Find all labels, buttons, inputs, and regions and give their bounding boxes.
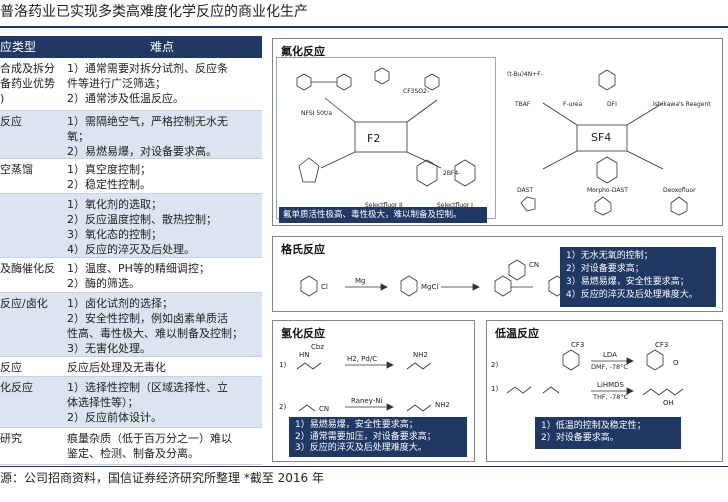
label-lda: LDA — [603, 351, 617, 359]
table-row: 及酶催化反 1）温度、PH等的精细调控； 2）酶的筛选。 — [0, 258, 262, 293]
row-difficulty: 1）通常需要对拆分试剂、反应条 件等进行广泛筛选； 2）通常涉及低温反应。 — [67, 62, 228, 105]
table-header: 应类型 难点 — [0, 36, 262, 58]
grignard-panel: 格氏反应 Cl Mg MgCl CN CN 1）无水无氧的控制； 2）对设备要求… — [272, 236, 723, 312]
label-cf3-b: CF3 — [655, 341, 669, 349]
label-mg: Mg — [355, 277, 366, 285]
row-difficulty: 1）选择性控制（区域选择性、立 体选择性等）； 2）反应前体设计。 — [67, 381, 228, 424]
lowtemp-title: 低温反应 — [495, 327, 539, 340]
label-cf3-a: CF3 — [571, 341, 585, 349]
hydrogenation-note: 1）易燃易爆，安全性要求高； 2）通常需要加压，对设备要求高； 3）反应的淬灭及… — [289, 417, 467, 457]
lowtemp-panel: 低温反应 CF3 LDA DMF, -78°C CF3 O 1) 2) LiHM… — [486, 320, 723, 462]
difficulty-table: 应类型 难点 合成及拆分 备药业优势 ) 1）通常需要对拆分试剂、反应条 件等进… — [0, 36, 262, 466]
source-divider — [0, 466, 728, 467]
label-selectfluor-1: Selectfluor I — [437, 202, 473, 209]
table-row: 空蒸馏 1）真空度控制； 2）稳定性控制。 — [0, 159, 262, 194]
label-bf4: 2BF4- — [443, 170, 461, 177]
label-step0: 2) — [491, 361, 499, 369]
label-deoxofluor: Deoxofluor — [663, 187, 696, 194]
label-hn: HN — [299, 351, 310, 359]
fluorination-left-box: NFSI 50t/a CF3SO2- F2 2BF4- Selectfluor … — [276, 57, 496, 219]
label-cf3so2: CF3SO2- — [403, 88, 429, 95]
table-row: 反应/卤化 1）卤化试剂的选择； 2）安全性控制，例如卤素单质活 性高、毒性极大… — [0, 293, 262, 357]
deoxyfluorination-structures — [520, 69, 688, 216]
header-reaction-type: 应类型 — [0, 40, 37, 54]
grignard-note: 1）无水无氧的控制； 2）对设备要求高； 3）易燃易爆，安全性要求高； 4）反应… — [560, 247, 716, 307]
grignard-title: 格氏反应 — [281, 243, 325, 256]
header-difficulty: 难点 — [150, 40, 175, 54]
table-row: 反应 反应后处理及无毒化 — [0, 357, 262, 377]
row-category: 反应/卤化 — [0, 297, 48, 310]
source-note: 源：公司招商资料，国信证券经济研究所整理 *截至 2016 年 — [0, 471, 324, 485]
label-cn-a: CN — [529, 261, 540, 269]
label-step2: 2) — [279, 403, 287, 411]
label-ishikawa: Ishikawa's Reagent — [653, 101, 711, 108]
table-row: 合成及拆分 备药业优势 ) 1）通常需要对拆分试剂、反应条 件等进行广泛筛选； … — [0, 58, 262, 111]
hydrogenation-scheme — [296, 361, 432, 412]
row-difficulty: 1）氧化剂的选取； 2）反应温度控制、散热控制； 3）氧化态的控制； 4）反应的… — [67, 198, 217, 256]
title-divider — [0, 26, 728, 28]
row-difficulty: 痕量杂质（低于百万分之一）难以 鉴定、检测、制备及分离。 — [67, 432, 232, 460]
page-title: 普洛药业已实现多类高难度化学反应的商业化生产 — [0, 4, 308, 20]
row-difficulty: 1）真空度控制； 2）稳定性控制。 — [67, 163, 151, 191]
label-thf: THF, -78°C — [593, 393, 629, 401]
label-nfsi: NFSI 50t/a — [301, 110, 333, 117]
hydrogenation-title: 氢化反应 — [281, 327, 325, 340]
label-f-urea: F-urea — [563, 101, 583, 108]
lowtemp-scheme — [506, 349, 684, 396]
row-category: 研究 — [0, 432, 22, 445]
label-step1: 1) — [279, 361, 287, 369]
label-cn: CN — [319, 405, 330, 413]
fluorination-panel: 氟化反应 NFSI 50t/a CF3SO2- F2 2BF4- — [272, 38, 723, 226]
table-row: 研究 痕量杂质（低于百万分之一）难以 鉴定、检测、制备及分离。 — [0, 428, 262, 465]
label-morpho-dast: Morpho-DAST — [587, 187, 628, 194]
row-difficulty: 反应后处理及无毒化 — [67, 361, 166, 374]
row-category: 空蒸馏 — [0, 163, 33, 176]
label-tbaf: TBAF — [515, 101, 531, 108]
label-h2-pdc: H2, Pd/C — [347, 355, 378, 363]
row-difficulty: 1）卤化试剂的选择； 2）安全性控制，例如卤素单质活 性高、毒性极大、难以制备及… — [67, 297, 243, 355]
row-difficulty: 1）需隔绝空气，严格控制无水无 氧； 2）易燃易爆，对设备要求高。 — [67, 115, 228, 158]
row-category: 及酶催化反 — [0, 262, 55, 275]
label-tbaf-formula: (t-Bu)4N+F- — [507, 71, 543, 78]
fluorination-right-box: (t-Bu)4N+F- TBAF F-urea DFI Ishikawa's R… — [503, 57, 717, 219]
table-row: 1）氧化剂的选取； 2）反应温度控制、散热控制； 3）氧化态的控制； 4）反应的… — [0, 194, 262, 258]
table-row: 反应 1）需隔绝空气，严格控制无水无 氧； 2）易燃易爆，对设备要求高。 — [0, 111, 262, 159]
label-nh2-a: NH2 — [413, 351, 428, 359]
label-step1: 1) — [491, 385, 499, 393]
row-category: 反应 — [0, 115, 22, 128]
row-category: 合成及拆分 备药业优势 ) — [0, 62, 55, 105]
label-selectfluor-2: Selectfluor II — [365, 202, 403, 209]
label-dast: DAST — [517, 187, 534, 194]
row-category: 反应 — [0, 361, 22, 374]
label-oh: OH — [663, 399, 674, 407]
fluorination-title: 氟化反应 — [281, 45, 325, 58]
grignard-scheme — [300, 259, 580, 297]
lowtemp-note: 1）低温的控制及稳定性； 2）对设备要求高。 — [535, 417, 681, 449]
label-nh2-b: NH2 — [435, 401, 450, 409]
hydrogenation-panel: 氢化反应 1) Cbz HN H2, Pd/C NH2 2) CN Raney-… — [272, 320, 475, 462]
label-o: O — [673, 359, 679, 367]
label-cbz: Cbz — [311, 343, 325, 351]
label-mgcl: MgCl — [421, 283, 439, 291]
table-row: 化反应 1）选择性控制（区域选择性、立 体选择性等）； 2）反应前体设计。 — [0, 377, 262, 428]
label-f2: F2 — [367, 132, 381, 145]
fluorination-note: 氟单质活性极高、毒性极大，难以制备及控制。 — [279, 207, 487, 223]
label-dmf: DMF, -78°C — [591, 363, 628, 371]
row-category: 化反应 — [0, 381, 33, 394]
label-raney-ni: Raney-Ni — [351, 397, 383, 405]
label-lihmds: LiHMDS — [597, 381, 624, 389]
label-dfi: DFI — [607, 101, 617, 108]
label-sf4: SF4 — [591, 131, 612, 144]
row-difficulty: 1）温度、PH等的精细调控； 2）酶的筛选。 — [67, 262, 210, 290]
label-cl: Cl — [321, 283, 328, 291]
fluorinating-reagents-structures — [296, 67, 476, 187]
